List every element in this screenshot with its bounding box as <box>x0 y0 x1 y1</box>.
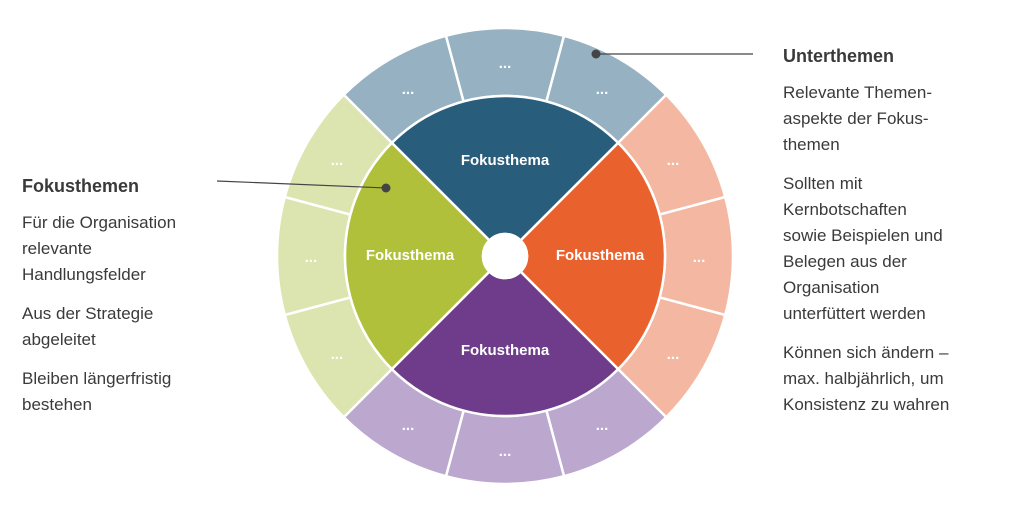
subtopics-title: Unterthemen <box>783 46 895 66</box>
focus-topics-title: Fokusthemen <box>22 176 140 196</box>
right-callout-dot <box>591 49 601 59</box>
focus-topic-label-top: Fokusthema <box>461 152 550 169</box>
subtopic-cell-label: ... <box>499 443 512 460</box>
left-callout-dot <box>381 183 391 193</box>
focus-topic-ring <box>343 94 667 418</box>
subtopic-cell-label: ... <box>402 81 415 98</box>
subtopic-cell-label: ... <box>693 249 706 266</box>
subtopic-cell-label: ... <box>667 346 680 363</box>
left-callout-line <box>216 180 387 189</box>
subtopic-cell-label: ... <box>331 346 344 363</box>
subtopic-cell-label: ... <box>305 249 318 266</box>
subtopics-point-1: Relevante Themen- aspekte der Fokus- the… <box>783 83 932 154</box>
focus-topic-label-right: Fokusthema <box>556 247 645 264</box>
callout-lines <box>216 49 753 193</box>
focus-topics-point-1: Für die Organisation relevante Handlungs… <box>22 213 177 284</box>
focus-topics-point-2: Aus der Strategie abgeleitet <box>22 304 154 349</box>
subtopic-cell-label: ... <box>596 417 609 434</box>
subtopic-cell-label: ... <box>499 55 512 72</box>
segment-labels: ......... Fokusthema......... Fokusthema..… <box>305 55 706 460</box>
subtopics-panel: Unterthemen Relevante Themen- aspekte de… <box>783 46 1023 431</box>
focus-topic-label-bottom: Fokusthema <box>461 342 550 359</box>
subtopics-point-3: Können sich ändern – max. halbjährlich, … <box>783 343 950 414</box>
subtopics-point-2: Sollten mit Kernbotschaften sowie Beispi… <box>783 174 943 323</box>
subtopic-cell-label: ... <box>596 81 609 98</box>
center-hub <box>481 232 529 280</box>
focus-topics-panel: Fokusthemen Für die Organisation relevan… <box>22 176 272 431</box>
subtopic-ring <box>275 26 735 486</box>
subtopic-cell-label: ... <box>402 417 415 434</box>
subtopic-cell-label: ... <box>667 152 680 169</box>
focus-topics-point-3: Bleiben längerfristig bestehen <box>22 369 172 414</box>
subtopic-cell-label: ... <box>331 152 344 169</box>
focus-topic-label-left: Fokusthema <box>366 247 455 264</box>
